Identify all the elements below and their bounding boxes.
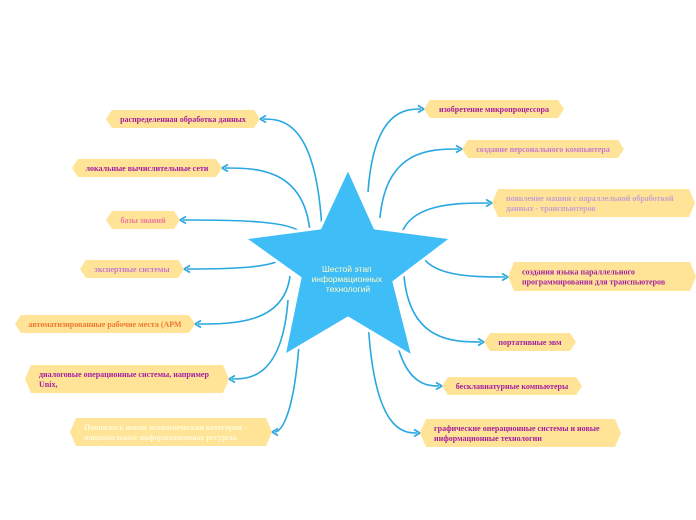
node-distributed-processing[interactable]: распределенная обработка данных xyxy=(106,110,260,128)
node-label: изобретение микропроцессора xyxy=(439,105,549,114)
node-label-line: создание персонального компьютера xyxy=(476,145,610,154)
node-workstations[interactable]: автоматизированные рабочие места (АРМ xyxy=(15,315,195,333)
node-label-line: локальные вычислительные сети xyxy=(86,164,209,173)
node-label-line: бесклавиатурные компьютеры xyxy=(456,382,569,391)
node-graphical-os[interactable]: графические операционные системы и новые… xyxy=(420,419,621,447)
node-box xyxy=(442,377,582,395)
node-label-line: экспертные системы xyxy=(94,265,170,274)
node-label: экспертные системы xyxy=(94,265,170,274)
node-label: бесклавиатурные компьютеры xyxy=(456,382,569,391)
connector-line xyxy=(274,329,301,433)
node-label: создание персонального компьютера xyxy=(476,145,610,154)
central-topic[interactable]: Шестой этап информационных технологий xyxy=(242,166,454,359)
node-box xyxy=(72,159,222,177)
connector-line xyxy=(231,299,289,380)
node-knowledge-bases[interactable]: базы знаний xyxy=(106,211,180,229)
node-box xyxy=(484,333,576,351)
topic-nodes: распределенная обработка данных локальные… xyxy=(15,100,696,447)
arrowhead-icon xyxy=(501,272,509,282)
node-label: Появилась новая экономическая категория … xyxy=(84,423,247,442)
node-label-line: информационные технологии xyxy=(434,434,542,443)
node-portable-computers[interactable]: портативные эвм xyxy=(484,333,576,351)
node-label-line: базы знаний xyxy=(120,216,166,225)
node-label-line: Unix, xyxy=(39,380,57,389)
central-topic-line: Шестой этап xyxy=(322,264,372,274)
node-label-line: автоматизированные рабочие места (АРМ xyxy=(28,320,182,329)
node-label-line: создания языка параллельного xyxy=(522,268,635,277)
node-dialog-os[interactable]: диалоговые операционные системы, наприме… xyxy=(25,365,229,393)
node-box xyxy=(462,140,624,158)
connectors xyxy=(179,104,509,438)
node-box xyxy=(492,189,695,217)
node-parallel-machines[interactable]: появление машин с параллельной обработко… xyxy=(492,189,695,217)
node-box xyxy=(106,110,260,128)
node-label-line: данных - транспьютеров xyxy=(506,204,596,213)
node-box xyxy=(15,315,195,333)
node-expert-systems[interactable]: экспертные системы xyxy=(80,260,184,278)
node-box xyxy=(70,418,272,446)
node-box xyxy=(424,100,564,118)
node-label: диалоговые операционные системы, наприме… xyxy=(39,370,209,389)
central-topic-line: информационных xyxy=(312,274,383,284)
node-label-line: программирования для транспьютеров xyxy=(522,278,666,287)
node-label-line: Появилась новая экономическая категория … xyxy=(84,423,247,432)
central-topic-title: Шестой этап информационных технологий xyxy=(312,264,385,294)
node-box xyxy=(25,365,229,393)
connector-line xyxy=(197,275,291,325)
node-keyboardless[interactable]: бесклавиатурные компьютеры xyxy=(442,377,582,395)
node-box xyxy=(106,211,180,229)
star-shape xyxy=(242,166,454,359)
node-label: портативные эвм xyxy=(498,338,562,347)
node-label: графические операционные системы и новые… xyxy=(434,424,600,443)
node-box xyxy=(508,262,696,291)
node-label-line: изобретение микропроцессора xyxy=(439,105,549,114)
connector-line xyxy=(403,275,482,343)
node-label: распределенная обработка данных xyxy=(120,115,246,124)
node-label-line: графические операционные системы и новые xyxy=(434,424,600,433)
node-label: базы знаний xyxy=(120,216,166,225)
node-label-line: портативные эвм xyxy=(498,338,562,347)
node-label: появление машин с параллельной обработко… xyxy=(506,194,674,213)
node-label-line: диалоговые операционные системы, наприме… xyxy=(39,370,209,379)
central-topic-line: технологий xyxy=(326,284,370,294)
connector-line xyxy=(367,319,418,434)
node-label: автоматизированные рабочие места (АРМ xyxy=(28,320,182,329)
node-national-resources[interactable]: Появилась новая экономическая категория … xyxy=(70,418,272,446)
connector-line xyxy=(399,202,490,241)
node-microprocessor[interactable]: изобретение микропроцессора xyxy=(424,100,564,118)
node-box xyxy=(80,260,184,278)
connector-line xyxy=(224,167,311,233)
node-personal-computer[interactable]: создание персонального компьютера xyxy=(462,140,624,158)
node-label: локальные вычислительные сети xyxy=(86,164,209,173)
node-box xyxy=(420,419,621,447)
node-label-line: распределенная обработка данных xyxy=(120,115,246,124)
node-label-line: национальные информационные ресурсы. xyxy=(84,433,238,442)
node-label-line: появление машин с параллельной обработко… xyxy=(506,194,674,203)
connector-line xyxy=(262,118,323,231)
node-local-networks[interactable]: локальные вычислительные сети xyxy=(72,159,222,177)
connector-line xyxy=(367,108,422,193)
connector-line xyxy=(379,148,460,219)
